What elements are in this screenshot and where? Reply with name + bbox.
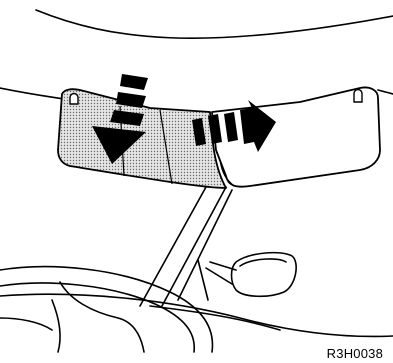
- side-mirror-icon: [198, 253, 296, 300]
- figure-code: R3H0038: [327, 346, 383, 361]
- roof-line: [36, 10, 393, 38]
- a-pillar: [140, 187, 206, 306]
- dashboard: [0, 294, 393, 336]
- windshield-edge: [0, 88, 70, 100]
